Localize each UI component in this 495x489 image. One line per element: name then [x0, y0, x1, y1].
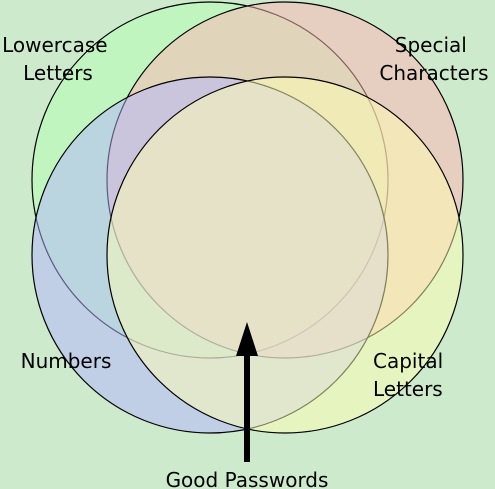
circle-capital-letters	[106, 76, 464, 434]
label-special-line-1: Special	[395, 33, 467, 57]
set-labels: Lowercase Letters Special Characters Num…	[2, 33, 488, 401]
label-lowercase-line-2: Letters	[23, 61, 93, 85]
set-circles	[31, 1, 464, 434]
good-passwords-label: Good Passwords	[166, 468, 329, 489]
label-lowercase-line-1: Lowercase	[2, 33, 107, 57]
label-special-characters: Special Characters	[379, 33, 488, 85]
good-passwords-arrow	[236, 322, 258, 462]
label-capital-letters: Capital Letters	[373, 349, 450, 401]
label-lowercase-letters: Lowercase Letters	[2, 33, 114, 85]
label-capital-line-1: Capital	[373, 349, 443, 373]
label-numbers: Numbers	[21, 349, 112, 373]
label-capital-line-2: Letters	[373, 377, 443, 401]
label-numbers-line-1: Numbers	[21, 349, 112, 373]
label-special-line-2: Characters	[379, 61, 488, 85]
arrow-head	[236, 322, 258, 356]
